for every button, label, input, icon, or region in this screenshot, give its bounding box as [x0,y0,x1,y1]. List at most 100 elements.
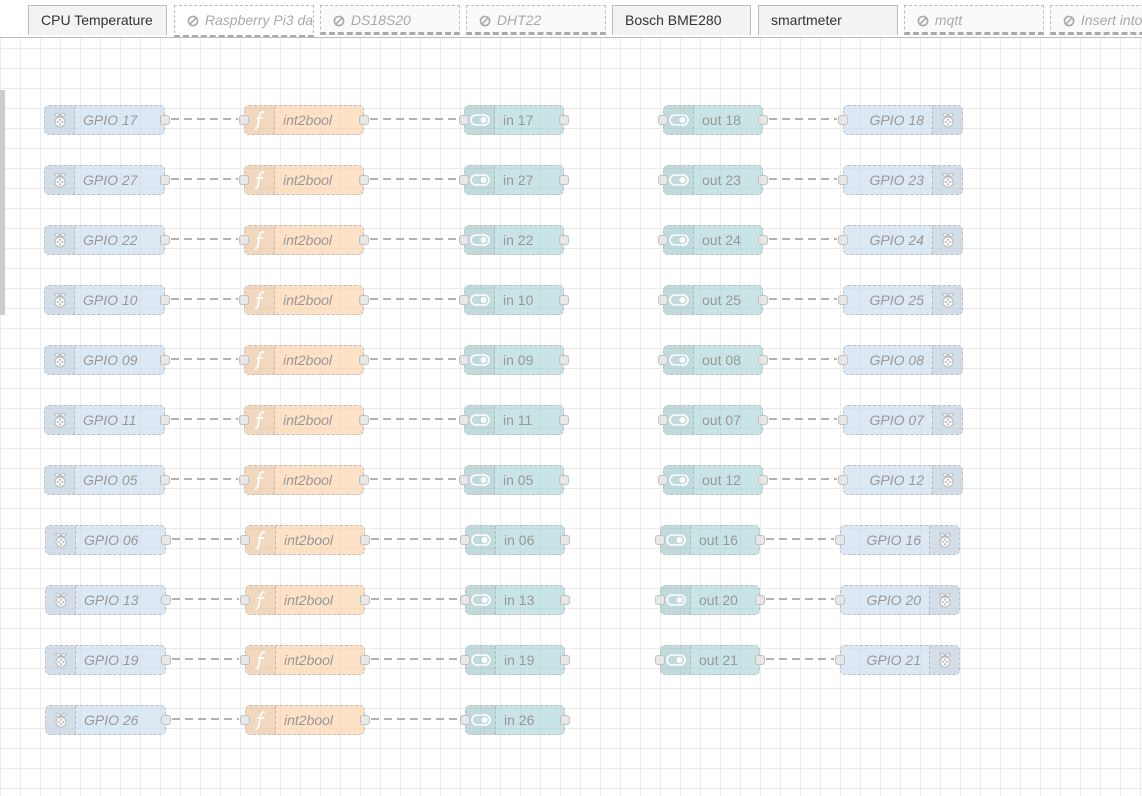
input-port[interactable] [658,235,668,245]
node-switch-out-23[interactable]: out 23 [658,165,768,195]
node-gpio-06-input[interactable]: GPIO 06 [45,525,171,555]
output-port[interactable] [560,655,570,665]
input-port[interactable] [838,175,848,185]
node-int2bool-09[interactable]: int2bool [239,345,369,375]
tab-ds18s20[interactable]: DS18S20 [320,5,460,35]
output-port[interactable] [161,595,171,605]
node-gpio-16-output[interactable]: GPIO 16 [835,525,960,555]
input-port[interactable] [240,595,250,605]
output-port[interactable] [160,295,170,305]
output-port[interactable] [359,115,369,125]
input-port[interactable] [838,295,848,305]
node-gpio-19-input[interactable]: GPIO 19 [45,645,171,675]
output-port[interactable] [559,475,569,485]
output-port[interactable] [559,415,569,425]
output-port[interactable] [559,115,569,125]
input-port[interactable] [459,295,469,305]
node-switch-out-08[interactable]: out 08 [658,345,768,375]
input-port[interactable] [460,715,470,725]
input-port[interactable] [460,655,470,665]
input-port[interactable] [838,355,848,365]
input-port[interactable] [239,355,249,365]
output-port[interactable] [560,535,570,545]
input-port[interactable] [460,535,470,545]
node-gpio-07-output[interactable]: GPIO 07 [838,405,963,435]
tab-cpu-temperature[interactable]: CPU Temperature [28,5,167,35]
output-port[interactable] [359,475,369,485]
input-port[interactable] [655,655,665,665]
node-gpio-23-output[interactable]: GPIO 23 [838,165,963,195]
input-port[interactable] [459,355,469,365]
input-port[interactable] [838,235,848,245]
node-int2bool-06[interactable]: int2bool [240,525,370,555]
output-port[interactable] [359,295,369,305]
node-switch-in-26[interactable]: in 26 [460,705,570,735]
node-switch-in-09[interactable]: in 09 [459,345,569,375]
node-switch-in-05[interactable]: in 05 [459,465,569,495]
node-int2bool-11[interactable]: int2bool [239,405,369,435]
node-gpio-10-input[interactable]: GPIO 10 [44,285,170,315]
node-gpio-13-input[interactable]: GPIO 13 [45,585,171,615]
output-port[interactable] [160,235,170,245]
output-port[interactable] [559,235,569,245]
output-port[interactable] [160,415,170,425]
tab-smartmeter[interactable]: smartmeter [758,5,898,35]
output-port[interactable] [359,235,369,245]
output-port[interactable] [359,355,369,365]
node-int2bool-19[interactable]: int2bool [240,645,370,675]
node-gpio-24-output[interactable]: GPIO 24 [838,225,963,255]
node-gpio-08-output[interactable]: GPIO 08 [838,345,963,375]
output-port[interactable] [758,415,768,425]
node-gpio-22-input[interactable]: GPIO 22 [44,225,170,255]
input-port[interactable] [459,235,469,245]
node-gpio-20-output[interactable]: GPIO 20 [835,585,960,615]
node-int2bool-13[interactable]: int2bool [240,585,370,615]
input-port[interactable] [239,475,249,485]
output-port[interactable] [161,715,171,725]
node-gpio-11-input[interactable]: GPIO 11 [44,405,170,435]
input-port[interactable] [658,295,668,305]
tab-insert-into[interactable]: Insert into [1050,5,1142,35]
output-port[interactable] [160,355,170,365]
output-port[interactable] [755,535,765,545]
node-switch-out-25[interactable]: out 25 [658,285,768,315]
input-port[interactable] [835,655,845,665]
output-port[interactable] [360,715,370,725]
node-switch-out-24[interactable]: out 24 [658,225,768,255]
input-port[interactable] [240,535,250,545]
node-switch-out-12[interactable]: out 12 [658,465,768,495]
output-port[interactable] [559,355,569,365]
output-port[interactable] [360,535,370,545]
node-int2bool-17[interactable]: int2bool [239,105,369,135]
node-gpio-05-input[interactable]: GPIO 05 [44,465,170,495]
node-switch-out-18[interactable]: out 18 [658,105,768,135]
input-port[interactable] [459,175,469,185]
node-switch-out-07[interactable]: out 07 [658,405,768,435]
output-port[interactable] [560,595,570,605]
node-switch-in-10[interactable]: in 10 [459,285,569,315]
input-port[interactable] [239,175,249,185]
node-gpio-09-input[interactable]: GPIO 09 [44,345,170,375]
output-port[interactable] [559,295,569,305]
output-port[interactable] [560,715,570,725]
input-port[interactable] [459,415,469,425]
tab-raspberry-pi3-da[interactable]: Raspberry Pi3 da [174,5,314,37]
input-port[interactable] [460,595,470,605]
node-switch-in-17[interactable]: in 17 [459,105,569,135]
node-switch-out-16[interactable]: out 16 [655,525,765,555]
output-port[interactable] [359,415,369,425]
workspace-scrollbar[interactable] [0,90,5,315]
input-port[interactable] [658,175,668,185]
node-gpio-17-input[interactable]: GPIO 17 [44,105,170,135]
node-switch-in-19[interactable]: in 19 [460,645,570,675]
node-switch-in-22[interactable]: in 22 [459,225,569,255]
tab-bosch-bme280[interactable]: Bosch BME280 [612,5,751,35]
input-port[interactable] [239,115,249,125]
input-port[interactable] [240,715,250,725]
node-gpio-12-output[interactable]: GPIO 12 [838,465,963,495]
output-port[interactable] [758,235,768,245]
tab-mqtt[interactable]: mqtt [904,5,1044,35]
input-port[interactable] [239,415,249,425]
node-gpio-18-output[interactable]: GPIO 18 [838,105,963,135]
